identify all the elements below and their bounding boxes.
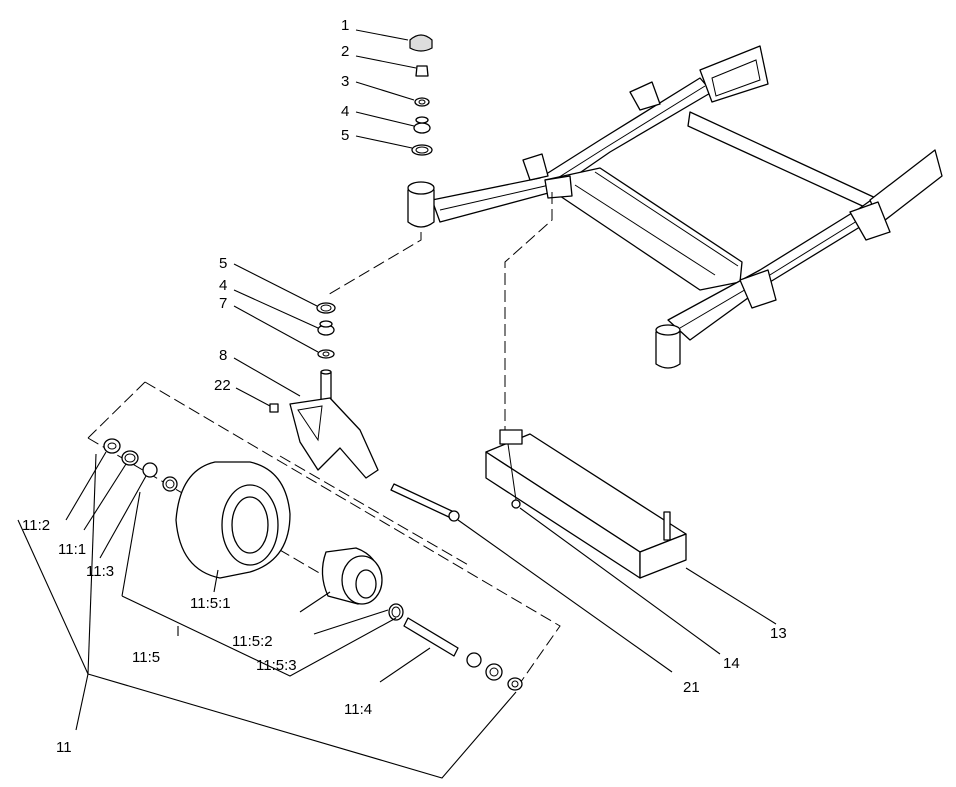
label-11-5-3: 11:5:3 xyxy=(256,657,297,674)
label-4-lower: 4 xyxy=(219,277,227,294)
label-11-3: 11:3 xyxy=(86,563,114,580)
label-3: 3 xyxy=(341,73,349,90)
wheel-bearing-left xyxy=(121,450,139,466)
wheel-spacer-left xyxy=(103,438,121,454)
grease-fitting xyxy=(269,403,279,413)
label-8: 8 xyxy=(219,347,227,364)
label-11: 11 xyxy=(56,739,72,756)
axle-spacer xyxy=(403,617,459,657)
left-caster-tube xyxy=(407,181,435,228)
axle-bolt xyxy=(390,483,460,522)
hub-ring-right xyxy=(388,603,404,621)
label-11-5-1: 11:5:1 xyxy=(190,595,231,612)
hub-cap xyxy=(409,34,433,52)
part-labels: 1 2 3 4 5 5 4 7 8 22 11:2 11:1 11:3 11:5… xyxy=(22,17,787,756)
bearing-cup-top xyxy=(411,144,433,156)
label-11-5: 11:5 xyxy=(132,649,160,666)
washer-top xyxy=(414,97,430,107)
label-11-1: 11:1 xyxy=(58,541,86,558)
right-caster-tube xyxy=(655,324,681,369)
label-4-top: 4 xyxy=(341,103,349,120)
label-11-4: 11:4 xyxy=(344,701,372,718)
label-5-lower: 5 xyxy=(219,255,227,272)
mower-frame xyxy=(407,45,943,369)
label-13: 13 xyxy=(770,625,787,642)
bearing-cone-top xyxy=(413,116,431,134)
weight-bar xyxy=(485,429,687,579)
label-5-top: 5 xyxy=(341,127,349,144)
hub-ring-left xyxy=(162,476,178,492)
label-11-2: 11:2 xyxy=(22,517,50,534)
label-11-5-2: 11:5:2 xyxy=(232,633,273,650)
tire xyxy=(175,461,291,579)
hook-rod xyxy=(507,443,521,509)
nut xyxy=(415,65,429,77)
label-1: 1 xyxy=(341,17,349,34)
washer-lower xyxy=(317,349,335,359)
wheel-seal-left xyxy=(142,462,158,478)
label-14: 14 xyxy=(723,655,740,672)
bearing-cup-lower xyxy=(316,302,336,314)
label-22: 22 xyxy=(214,377,231,394)
label-7: 7 xyxy=(219,295,227,312)
wheel-hardware-right xyxy=(466,652,523,691)
caster-fork xyxy=(289,369,379,479)
label-21: 21 xyxy=(683,679,700,696)
leader-lines xyxy=(17,29,777,779)
bearing-cone-lower xyxy=(317,320,335,336)
label-2: 2 xyxy=(341,43,349,60)
wheel-rim xyxy=(321,547,383,605)
